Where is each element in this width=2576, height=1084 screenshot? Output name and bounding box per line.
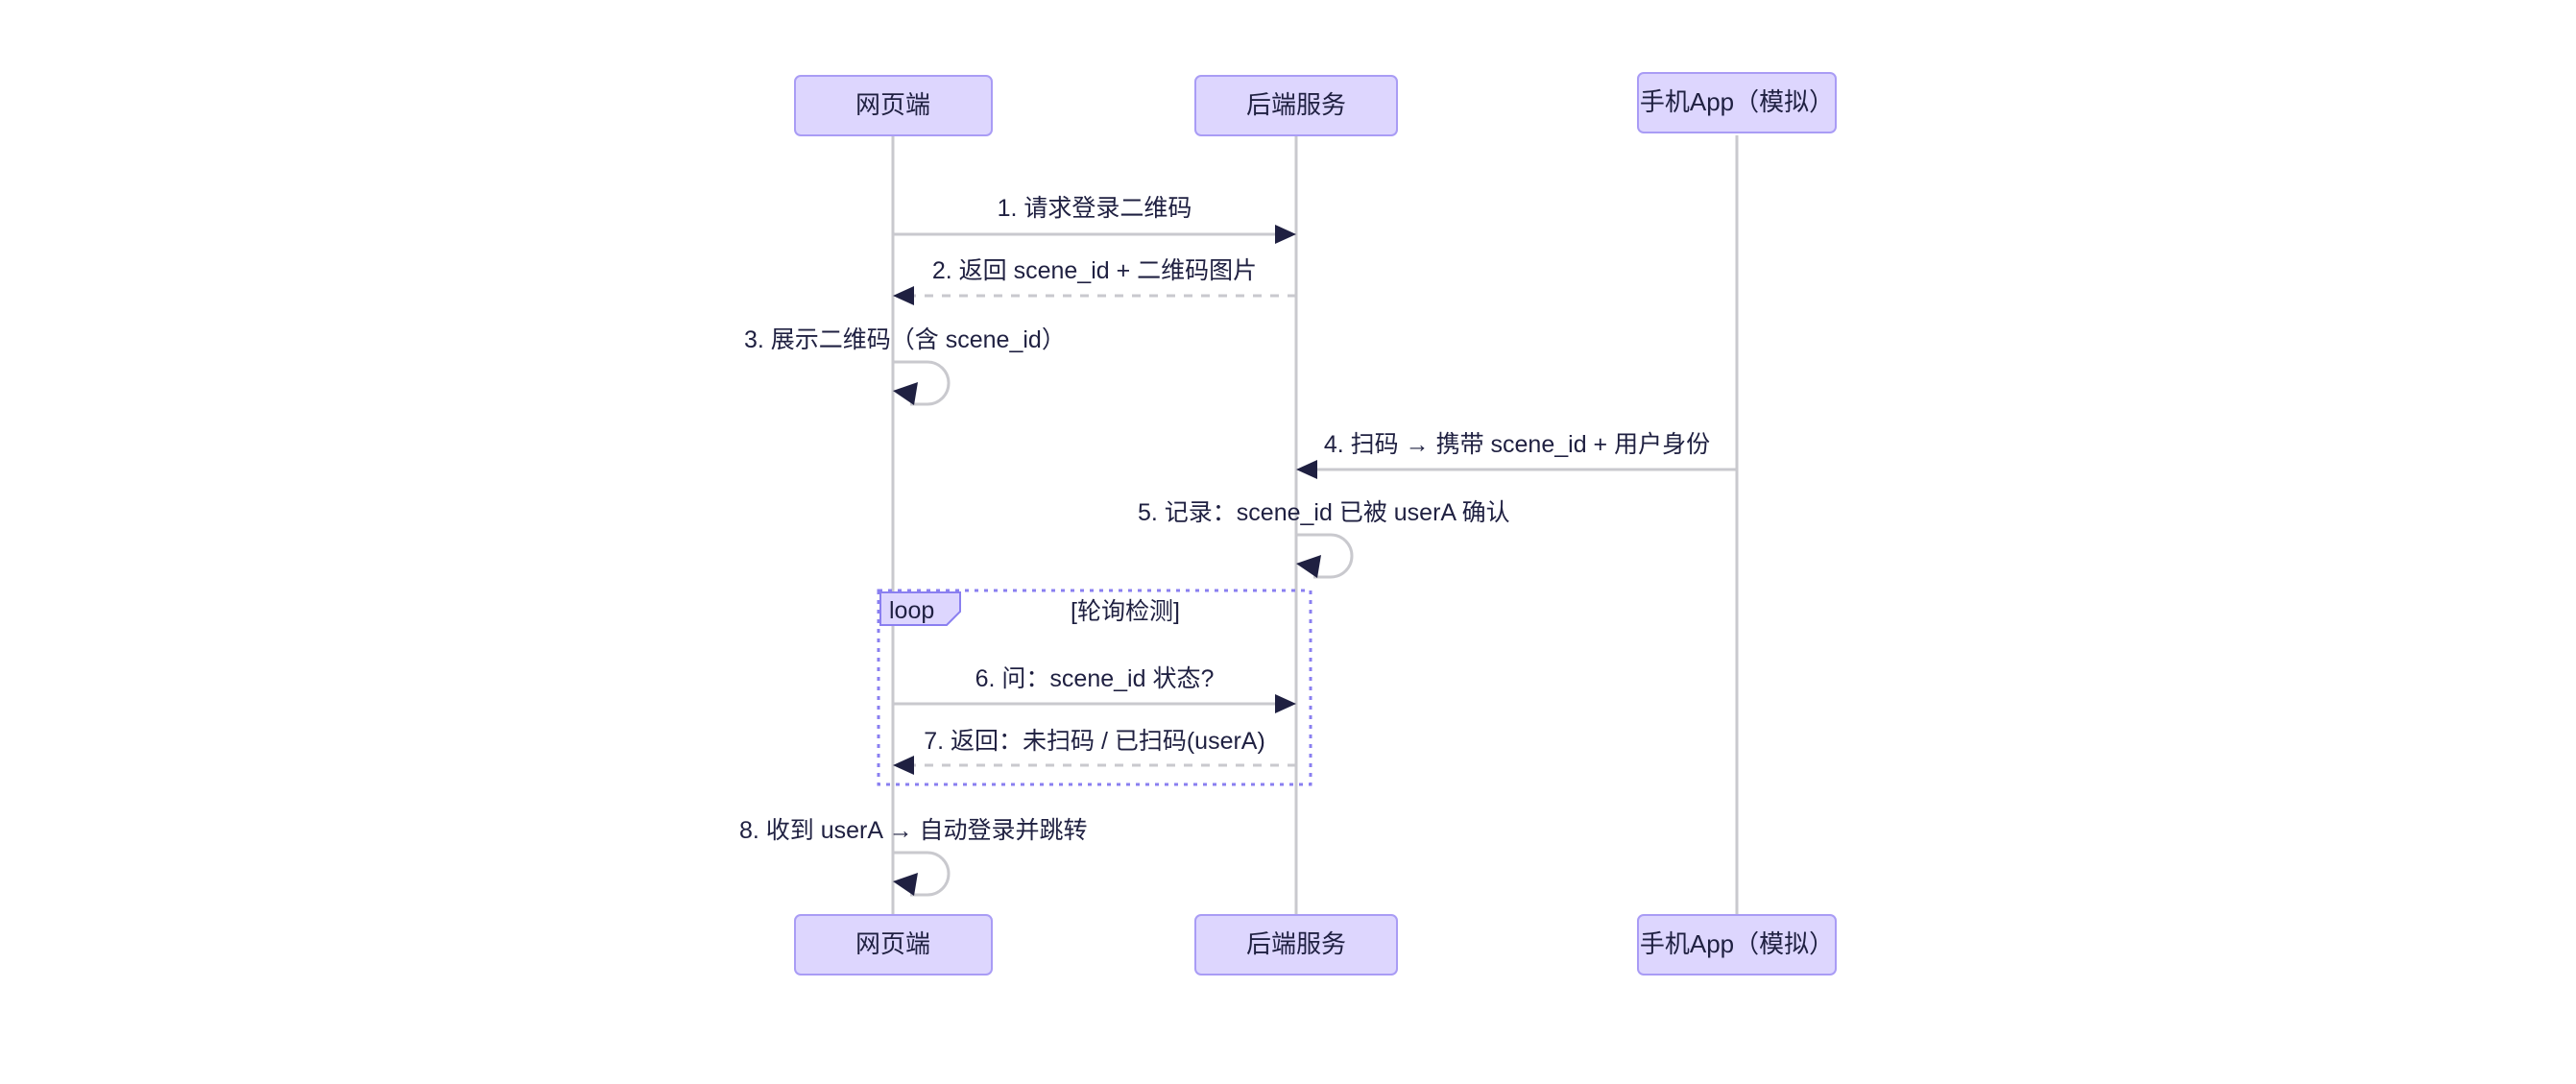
- actor-footer-app[interactable]: 手机App（模拟）: [1637, 914, 1837, 976]
- actor-label-backend-footer: 后端服务: [1246, 929, 1346, 958]
- actor-label-app-footer: 手机App（模拟）: [1640, 929, 1834, 958]
- message-8[interactable]: 8. 收到 userA → 自动登录并跳转: [739, 817, 1088, 897]
- message-2[interactable]: 2. 返回 scene_id + 二维码图片: [893, 257, 1296, 305]
- message-6[interactable]: 6. 问：scene_id 状态?: [893, 665, 1296, 713]
- actor-header-web[interactable]: 网页端: [794, 75, 993, 136]
- message-3-arrowhead-icon: [893, 382, 918, 405]
- loop-fragment-condition: [轮询检测]: [1071, 598, 1180, 625]
- message-5-arrowhead-icon: [1296, 555, 1321, 578]
- lifelines: [891, 135, 1739, 915]
- message-6-label: 6. 问：scene_id 状态?: [975, 665, 1215, 692]
- message-8-arrowhead-icon: [893, 873, 918, 896]
- actor-header-app[interactable]: 手机App（模拟）: [1637, 72, 1837, 133]
- message-5-label: 5. 记录：scene_id 已被 userA 确认: [1138, 499, 1510, 526]
- message-7-arrowhead-icon: [893, 756, 914, 775]
- loop-fragment: loop [轮询检测]: [877, 589, 1312, 786]
- message-4[interactable]: 4. 扫码 → 携带 scene_id + 用户身份: [1296, 431, 1737, 479]
- actor-header-backend[interactable]: 后端服务: [1194, 75, 1398, 136]
- message-7-label: 7. 返回：未扫码 / 已扫码(userA): [924, 728, 1265, 755]
- actor-box-web-footer[interactable]: [794, 914, 993, 976]
- message-4-label: 4. 扫码 → 携带 scene_id + 用户身份: [1324, 431, 1710, 458]
- actor-box-web[interactable]: [794, 75, 993, 136]
- actor-label-web: 网页端: [855, 90, 930, 119]
- actor-box-backend[interactable]: [1194, 75, 1398, 136]
- message-2-label: 2. 返回 scene_id + 二维码图片: [932, 257, 1257, 284]
- actor-box-backend-footer[interactable]: [1194, 914, 1398, 976]
- actor-label-app: 手机App（模拟）: [1640, 87, 1834, 116]
- message-1-arrowhead-icon: [1275, 225, 1296, 244]
- loop-fragment-border: [877, 589, 1312, 786]
- actor-box-app[interactable]: [1637, 72, 1837, 133]
- actor-box-app-footer[interactable]: [1637, 914, 1837, 976]
- loop-fragment-kind-label: loop: [889, 597, 934, 624]
- message-4-arrowhead-icon: [1296, 460, 1317, 479]
- message-2-arrowhead-icon: [893, 286, 914, 305]
- message-8-label: 8. 收到 userA → 自动登录并跳转: [739, 817, 1088, 844]
- message-3-label: 3. 展示二维码（含 scene_id）: [744, 326, 1066, 353]
- message-1-label: 1. 请求登录二维码: [998, 195, 1192, 222]
- actor-label-backend: 后端服务: [1246, 90, 1346, 119]
- actor-footer-backend[interactable]: 后端服务: [1194, 914, 1398, 976]
- loop-fragment-tab: [879, 591, 961, 626]
- message-7[interactable]: 7. 返回：未扫码 / 已扫码(userA): [893, 728, 1296, 775]
- actor-label-web-footer: 网页端: [855, 929, 930, 958]
- message-6-arrowhead-icon: [1275, 694, 1296, 713]
- actor-footer-web[interactable]: 网页端: [794, 914, 993, 976]
- message-5-self-arc: [1296, 533, 1354, 579]
- message-8-self-arc: [893, 851, 951, 897]
- message-3-self-arc: [893, 360, 951, 406]
- message-1[interactable]: 1. 请求登录二维码: [893, 195, 1296, 244]
- message-5[interactable]: 5. 记录：scene_id 已被 userA 确认: [1138, 499, 1510, 579]
- message-3[interactable]: 3. 展示二维码（含 scene_id）: [744, 326, 1066, 406]
